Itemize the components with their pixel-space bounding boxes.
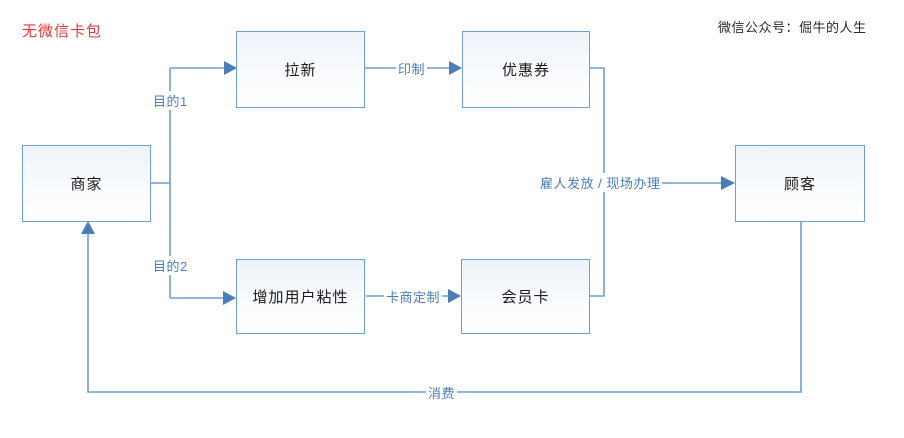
- wire-membercard-to-bus: [590, 183, 605, 297]
- edge-label-custom-made: 卡商定制: [384, 287, 443, 306]
- arrowhead-to-customer: [721, 176, 735, 190]
- arrowhead-to-stickiness: [223, 291, 236, 305]
- node-stickiness[interactable]: 增加用户粘性: [236, 259, 365, 334]
- node-customer[interactable]: 顾客: [735, 145, 865, 222]
- node-coupon-label: 优惠券: [501, 62, 550, 79]
- edge-label-print: 印制: [396, 59, 428, 78]
- edge-label-distribute: 雇人发放 / 现场办理: [538, 173, 663, 192]
- node-merchant-label: 商家: [70, 176, 103, 193]
- wire-customer-return-to-merchant: [87, 222, 802, 393]
- arrowhead-to-merchant: [81, 221, 95, 234]
- wire-coupon-to-bus: [590, 67, 605, 183]
- arrowhead-to-acquire: [224, 61, 237, 75]
- node-membercard[interactable]: 会员卡: [461, 259, 590, 334]
- node-membercard-label: 会员卡: [501, 289, 550, 306]
- arrowhead-to-coupon: [449, 61, 462, 75]
- node-stickiness-label: 增加用户粘性: [252, 289, 349, 306]
- edge-label-consume: 消费: [426, 383, 458, 402]
- edge-label-purpose2: 目的2: [151, 256, 190, 275]
- arrowhead-to-membercard: [448, 289, 461, 303]
- node-customer-label: 顾客: [783, 176, 816, 193]
- node-merchant[interactable]: 商家: [22, 145, 151, 222]
- node-acquire[interactable]: 拉新: [236, 31, 365, 108]
- edge-label-purpose1: 目的1: [151, 91, 190, 110]
- note-no-wechat-card-package: 无微信卡包: [22, 23, 103, 40]
- watermark-wechat-account: 微信公众号：倔牛的人生: [718, 20, 867, 35]
- node-acquire-label: 拉新: [284, 62, 317, 79]
- node-coupon[interactable]: 优惠券: [462, 31, 590, 108]
